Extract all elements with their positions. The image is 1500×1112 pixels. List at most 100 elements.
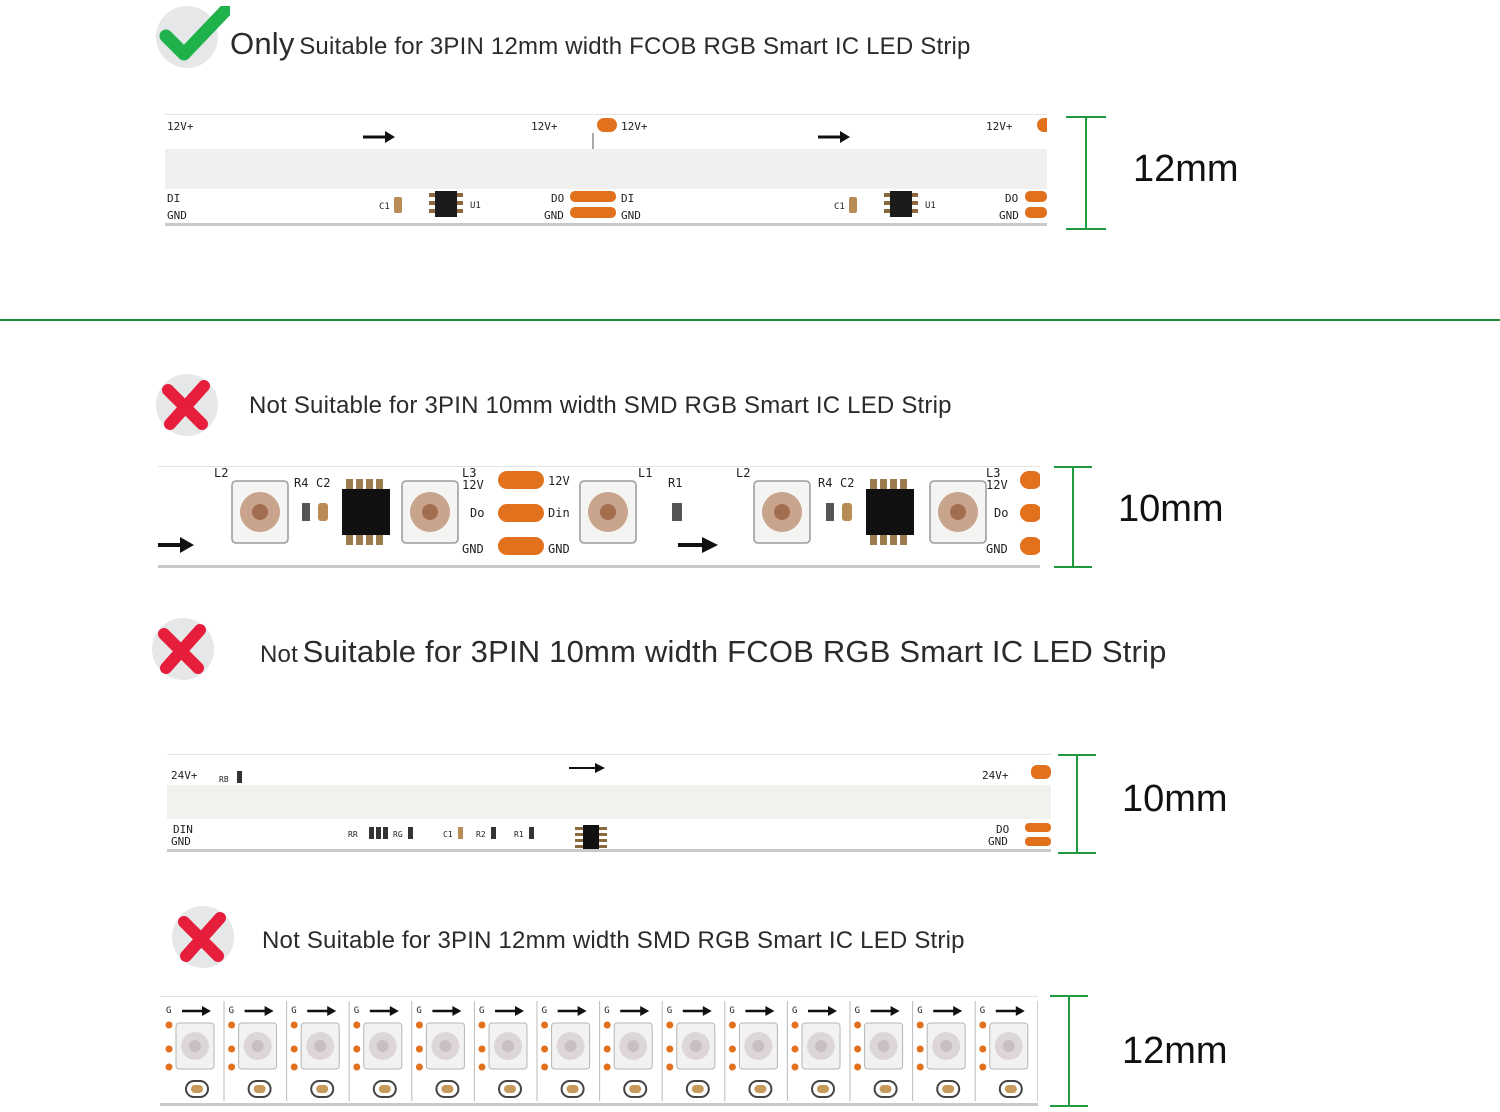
cross-badge [156, 374, 218, 436]
svg-text:GND: GND [548, 542, 570, 556]
arrow-right-icon [158, 537, 194, 553]
svg-text:Do: Do [470, 506, 484, 520]
strip-drawing: 12V+ 12V+ 12V+ 12V+ DI GND C1 U1 DO GND … [165, 118, 1047, 222]
arrow-right-icon [244, 1006, 274, 1016]
cross-badge [152, 618, 214, 680]
svg-text:12V: 12V [986, 478, 1008, 492]
arrow-right-icon [995, 1006, 1025, 1016]
pad-label: G [604, 1006, 609, 1016]
svg-text:L3: L3 [986, 467, 1000, 480]
arrow-right-icon [678, 537, 718, 553]
cross-badge [172, 906, 234, 968]
svg-text:DO: DO [1005, 192, 1018, 205]
svg-text:GND: GND [999, 209, 1019, 222]
pad-label: G [416, 1006, 421, 1016]
svg-text:RB: RB [219, 775, 229, 784]
svg-text:L2: L2 [214, 467, 228, 480]
svg-text:R2: R2 [476, 830, 486, 839]
width-label: 12mm [1133, 148, 1239, 190]
caption-lead: Only [230, 26, 295, 61]
arrow-right-icon [495, 1006, 524, 1016]
arrow-right-icon [808, 1006, 837, 1016]
check-icon [159, 6, 230, 61]
svg-text:12V+: 12V+ [167, 120, 194, 133]
width-dimension-bar [1050, 995, 1088, 1107]
svg-text:24V+: 24V+ [171, 769, 198, 782]
arrow-right-icon [182, 1006, 211, 1016]
svg-text:C1: C1 [379, 202, 390, 212]
arrow-right-icon [818, 131, 850, 143]
svg-text:12V+: 12V+ [621, 120, 648, 133]
arrow-right-icon [569, 763, 605, 773]
width-label: 10mm [1122, 778, 1228, 820]
pad-label: G [291, 1006, 296, 1016]
arrow-right-icon [369, 1006, 399, 1016]
strip-drawing: L2 R4 C2 L3 12V Do GND 12V Din GND L1 R1… [158, 467, 1040, 556]
svg-text:GND: GND [167, 209, 187, 222]
pad-label: G [542, 1006, 547, 1016]
svg-text:C2: C2 [840, 476, 854, 490]
svg-text:GND: GND [462, 542, 484, 556]
width-dimension-bar [1066, 116, 1106, 230]
caption: Not Suitable for 3PIN 10mm width FCOB RG… [260, 634, 1167, 670]
svg-text:Din: Din [548, 506, 570, 520]
svg-text:R4: R4 [294, 476, 308, 490]
pad-label: G [980, 1006, 985, 1016]
strip-drawing: 24V+ RB DIN GND RR RG C1 R2 R1 24V+ DO G… [167, 763, 1051, 849]
arrow-right-icon [557, 1006, 587, 1016]
svg-text:12V: 12V [548, 474, 570, 488]
svg-text:R1: R1 [668, 476, 682, 490]
pad-label: G [354, 1006, 359, 1016]
caption-text: Suitable for 3PIN 10mm width FCOB RGB Sm… [302, 634, 1167, 669]
arrow-right-icon [307, 1006, 337, 1016]
arrow-right-icon [870, 1006, 900, 1016]
caption: Only Suitable for 3PIN 12mm width FCOB R… [230, 26, 971, 62]
pad-label: G [729, 1006, 734, 1016]
arrow-right-icon [363, 131, 395, 143]
svg-text:L2: L2 [736, 467, 750, 480]
caption: Not Suitable for 3PIN 12mm width SMD RGB… [262, 927, 965, 955]
width-dimension-bar [1054, 466, 1092, 568]
svg-text:GND: GND [171, 835, 191, 848]
svg-text:DI: DI [621, 192, 634, 205]
width-label: 10mm [1118, 488, 1224, 530]
svg-text:RR: RR [348, 830, 358, 839]
svg-text:C2: C2 [316, 476, 330, 490]
svg-text:12V+: 12V+ [986, 120, 1013, 133]
svg-text:DI: DI [167, 192, 180, 205]
svg-text:DO: DO [551, 192, 564, 205]
caption-text: Suitable for 3PIN 12mm width FCOB RGB Sm… [299, 33, 971, 60]
caption-text: Not Suitable for 3PIN 10mm width SMD RGB… [249, 392, 952, 419]
arrow-right-icon [745, 1006, 775, 1016]
arrow-right-icon [682, 1006, 712, 1016]
svg-text:L3: L3 [462, 467, 476, 480]
svg-text:L1: L1 [638, 467, 652, 480]
svg-text:GND: GND [986, 542, 1008, 556]
width-dimension-bar [1058, 754, 1096, 854]
pad-label: G [229, 1006, 234, 1016]
svg-text:U1: U1 [925, 201, 936, 211]
pad-label: G [917, 1006, 922, 1016]
led-strip-fcob-12mm: 12V+ 12V+ 12V+ 12V+ DI GND C1 U1 DO GND … [165, 114, 1047, 226]
svg-text:12V: 12V [462, 478, 484, 492]
caption-text: Not Suitable for 3PIN 12mm width SMD RGB… [262, 927, 965, 954]
svg-text:GND: GND [544, 209, 564, 222]
cross-icon [162, 380, 210, 430]
svg-text:Do: Do [994, 506, 1008, 520]
svg-text:U1: U1 [470, 201, 481, 211]
pad-label: G [479, 1006, 484, 1016]
svg-text:GND: GND [621, 209, 641, 222]
caption-lead: Not [260, 641, 298, 668]
svg-text:24V+: 24V+ [982, 769, 1009, 782]
svg-text:DO: DO [996, 823, 1009, 836]
svg-text:R4: R4 [818, 476, 832, 490]
pad-label: G [792, 1006, 797, 1016]
svg-text:C1: C1 [443, 830, 453, 839]
width-label: 12mm [1122, 1030, 1228, 1072]
arrow-right-icon [432, 1006, 462, 1016]
svg-text:RG: RG [393, 830, 403, 839]
pad-label: G [166, 1006, 171, 1016]
svg-text:C1: C1 [834, 202, 845, 212]
cross-icon [158, 624, 206, 674]
